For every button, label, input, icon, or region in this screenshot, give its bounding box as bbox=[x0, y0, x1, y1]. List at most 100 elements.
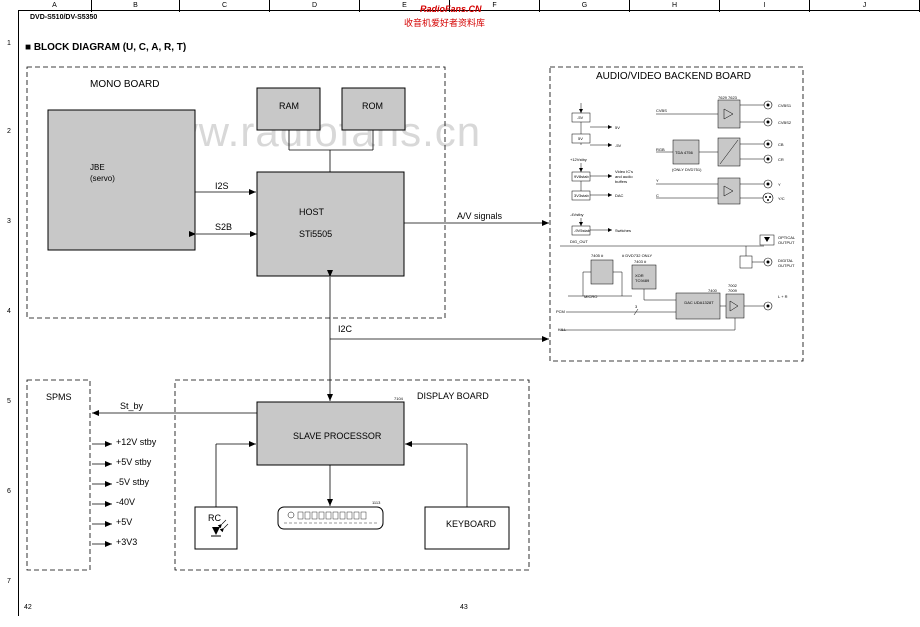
s2b-label: S2B bbox=[215, 222, 233, 232]
column-label: G bbox=[540, 0, 630, 12]
rail-label: 5V bbox=[615, 125, 620, 130]
ic-label: TDA 4756 bbox=[675, 150, 693, 155]
dac-label: DAC UDA1328T bbox=[684, 300, 714, 305]
spms-output-label: +5V stby bbox=[116, 457, 152, 467]
row-label: 5 bbox=[7, 398, 11, 405]
keyboard-block bbox=[424, 506, 510, 550]
reg-label: -9V5stab bbox=[574, 228, 591, 233]
page-title: ■ BLOCK DIAGRAM (U, C, A, R, T) bbox=[25, 42, 187, 53]
vfd-digit bbox=[325, 511, 332, 520]
site-watermark: RadioFans.CN bbox=[420, 4, 482, 14]
row-label: 3 bbox=[7, 218, 11, 225]
output-label: Y/C bbox=[778, 196, 785, 201]
output-label: Y bbox=[778, 182, 781, 187]
ic-label: XOR TC9489 bbox=[635, 273, 650, 283]
rail-label: -5V bbox=[615, 143, 622, 148]
rail-label: DAC bbox=[615, 193, 624, 198]
rc-label: RC bbox=[208, 513, 221, 523]
rail-label: -4Vstby bbox=[570, 212, 584, 217]
rail-label: +12Vstby bbox=[570, 157, 587, 162]
host-block bbox=[256, 171, 405, 277]
column-label: E bbox=[360, 0, 450, 12]
output-label: OPTICAL OUTPUT bbox=[778, 235, 795, 245]
mono-board-title: MONO BOARD bbox=[90, 79, 160, 90]
vfd-digit bbox=[311, 511, 318, 520]
column-label: F bbox=[450, 0, 540, 12]
bus-label: 3 bbox=[635, 304, 638, 309]
site-watermark-cn: 收音机爱好者资料库 bbox=[404, 18, 486, 28]
spms-title: SPMS bbox=[46, 392, 72, 402]
note-label: (ONLY DVD751) bbox=[672, 167, 702, 172]
ram-block bbox=[256, 87, 321, 131]
vfd-digit bbox=[297, 511, 304, 520]
jbe-sub-label: (servo) bbox=[90, 174, 115, 183]
row-label: 2 bbox=[7, 128, 11, 135]
mono-board-outline bbox=[26, 66, 446, 319]
column-label: C bbox=[180, 0, 270, 12]
drawing-frame bbox=[18, 10, 920, 616]
jbe-label: JBE bbox=[90, 163, 105, 172]
av-board-outline bbox=[549, 66, 804, 362]
vfd-digit bbox=[360, 511, 367, 520]
receiver-diode-icon bbox=[212, 527, 220, 535]
spms-output-label: +5V bbox=[116, 517, 133, 527]
slave-processor-label: SLAVE PROCESSOR bbox=[293, 431, 382, 441]
av-board-title: AUDIO/VIDEO BACKEND BOARD bbox=[596, 71, 752, 82]
display-board-outline bbox=[174, 379, 530, 571]
column-label: A bbox=[18, 0, 92, 12]
row-label: 6 bbox=[7, 488, 11, 495]
input-label: PCM bbox=[556, 309, 565, 314]
vfd-digit bbox=[332, 511, 339, 520]
input-label: KILL bbox=[558, 327, 567, 332]
st-by-label: St_by bbox=[120, 401, 144, 411]
jbe-block bbox=[47, 109, 196, 251]
vfd-digit bbox=[339, 511, 346, 520]
output-label: CVBS1 bbox=[778, 103, 792, 108]
ic-label: 7002 7009 bbox=[728, 283, 737, 293]
page-number-left: 42 bbox=[24, 604, 32, 611]
slave-processor-block bbox=[256, 401, 405, 466]
column-label: I bbox=[720, 0, 810, 12]
cvbs-label: CVBS bbox=[656, 108, 667, 113]
row-label: 4 bbox=[7, 308, 11, 315]
av-signals-label: A/V signals bbox=[457, 211, 503, 221]
row-label: 1 bbox=[7, 40, 11, 47]
page-number-right: 43 bbox=[460, 604, 468, 611]
spms-outline bbox=[26, 379, 91, 571]
ic-label: 7104 bbox=[394, 396, 403, 401]
input-label: C bbox=[656, 193, 659, 198]
spms-output-label: -5V stby bbox=[116, 477, 150, 487]
ic-label: 7400 bbox=[708, 288, 717, 293]
row-label: 7 bbox=[7, 578, 11, 585]
ic-label: 7403 # bbox=[634, 259, 647, 264]
rgb-label: RGB bbox=[656, 147, 665, 152]
keyboard-label: KEYBOARD bbox=[446, 519, 497, 529]
i2c-label: I2C bbox=[338, 324, 353, 334]
input-label: Y bbox=[656, 178, 659, 183]
host-chip-label: STi5505 bbox=[299, 229, 333, 239]
ic-label: 7629 7623 bbox=[718, 95, 737, 100]
vfd-digit bbox=[346, 511, 353, 520]
reg-label: 3V3stab bbox=[574, 193, 589, 198]
output-label: CVBS2 bbox=[778, 120, 792, 125]
model-label: DVD-S510/DV-S5350 bbox=[30, 14, 98, 21]
dig-out-label: DIG_OUT bbox=[570, 239, 588, 244]
rail-label: Switches bbox=[615, 228, 632, 233]
display-board-title: DISPLAY BOARD bbox=[417, 391, 489, 401]
vfd-digits bbox=[284, 511, 378, 524]
ram-label: RAM bbox=[279, 101, 299, 111]
rom-block bbox=[341, 87, 406, 131]
reg-label: 9V8stab bbox=[574, 174, 589, 179]
column-label: H bbox=[630, 0, 720, 12]
vfd-ic-label: 1113 bbox=[372, 500, 381, 505]
column-label: D bbox=[270, 0, 360, 12]
output-label: CB bbox=[778, 142, 784, 147]
vfd-display bbox=[277, 506, 384, 530]
video-note: Video IC's and audio buffers bbox=[615, 169, 634, 184]
vfd-digit bbox=[304, 511, 311, 520]
vfd-digit bbox=[318, 511, 325, 520]
input-label: MICRO bbox=[584, 294, 598, 299]
note-label: # DVD732 ONLY bbox=[622, 253, 653, 258]
vfd-digit bbox=[353, 511, 360, 520]
